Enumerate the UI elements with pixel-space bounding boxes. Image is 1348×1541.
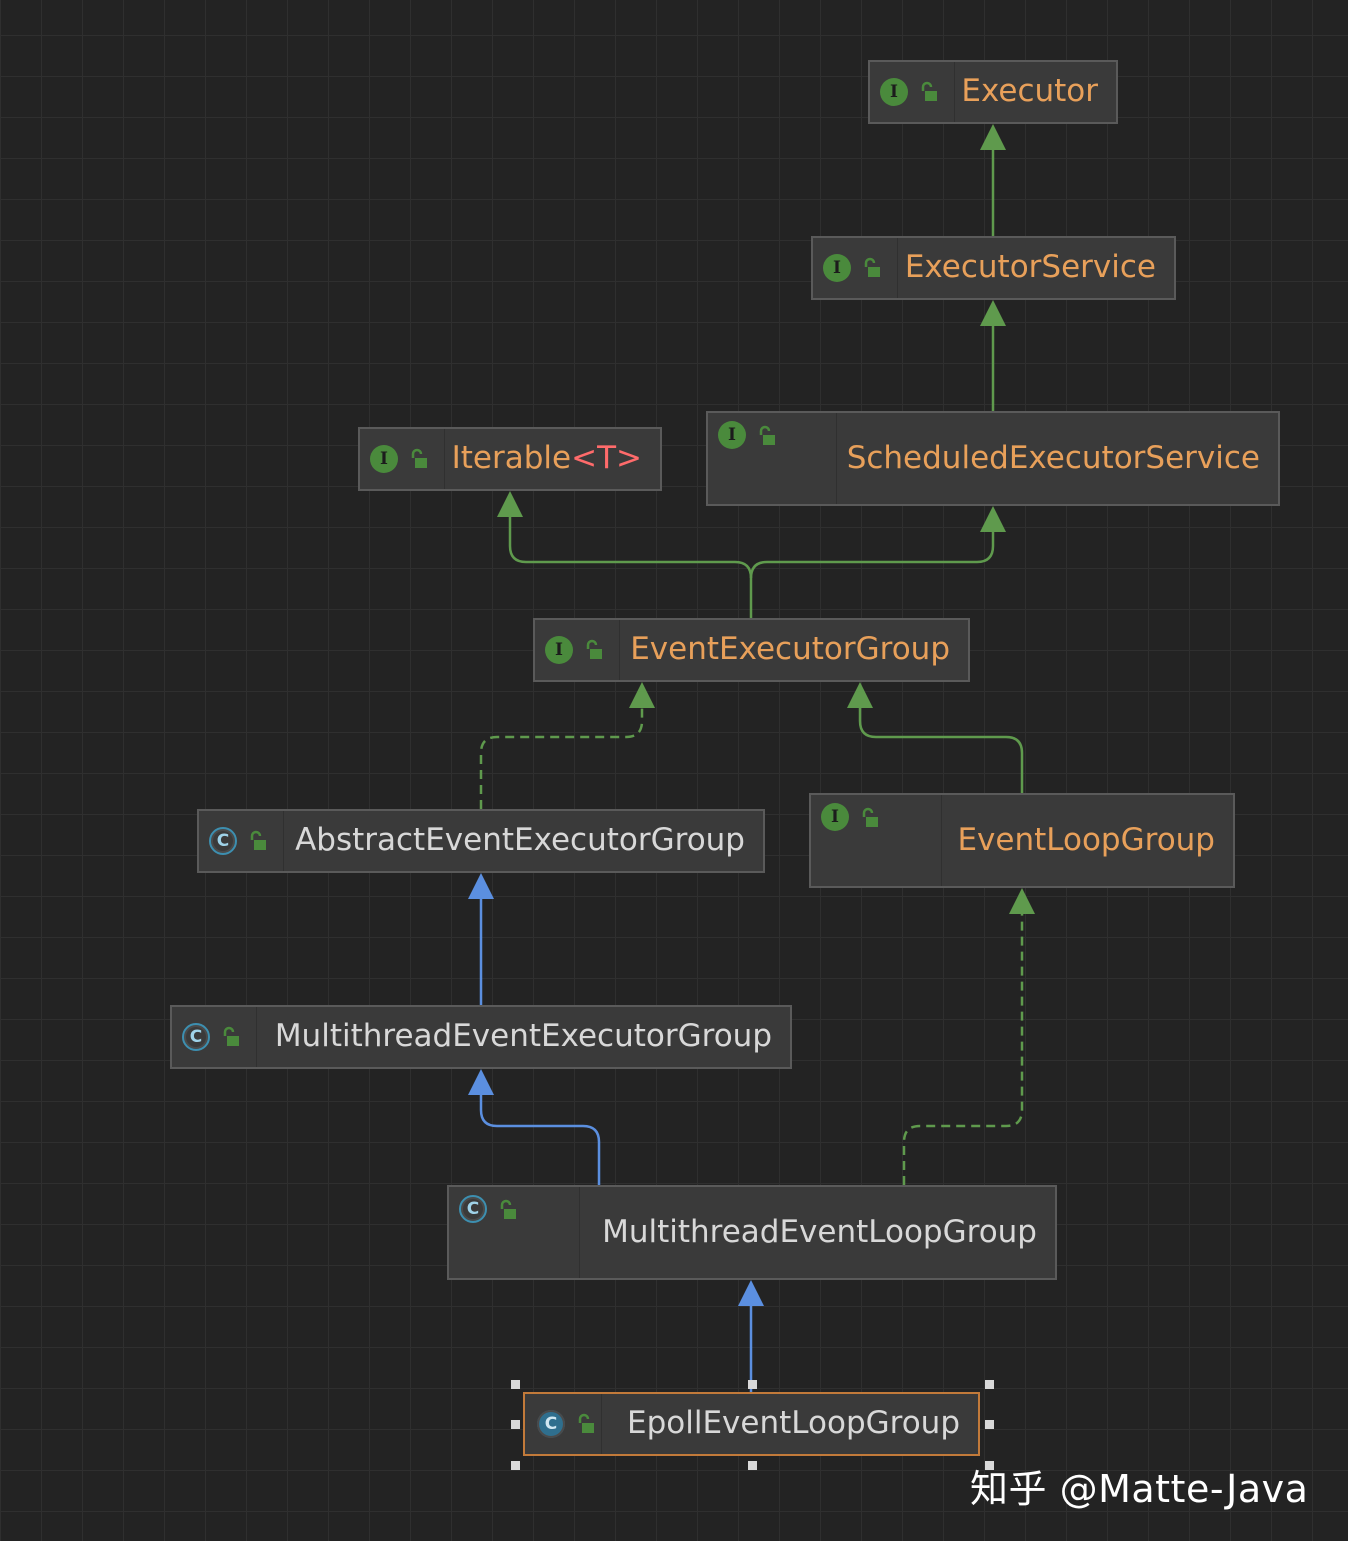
- edge-line: [902, 914, 1024, 1185]
- resize-handle-e[interactable]: [985, 1420, 994, 1429]
- node-scheduledexecutorservice[interactable]: I ScheduledExecutorService: [706, 411, 1280, 506]
- edge-line: [479, 708, 644, 809]
- icon-separator: [256, 1007, 257, 1067]
- edge-line: [858, 708, 1024, 793]
- unlocked-icon: [864, 257, 880, 277]
- node-label: ExecutorService: [904, 248, 1156, 285]
- edge-executorservice-to-executor: [980, 124, 1006, 236]
- edge-multithreadeventloopgroup-to-multithreadeventexecutorgroup: [468, 1069, 601, 1185]
- node-eventloopgroup[interactable]: I EventLoopGroup: [809, 793, 1235, 888]
- edge-multithreadeventexecutorgroup-to-abstracteventexecutorgroup: [468, 873, 494, 1005]
- unlocked-icon: [862, 807, 878, 827]
- unlocked-icon: [250, 830, 266, 850]
- edge-multithreadeventloopgroup-to-eventloopgroup: [902, 888, 1035, 1185]
- icon-separator: [579, 1187, 580, 1278]
- unlocked-icon: [578, 1413, 594, 1433]
- resize-handle-sw[interactable]: [511, 1461, 520, 1470]
- node-label: AbstractEventExecutorGroup: [295, 821, 745, 858]
- interface-icon: I: [545, 636, 573, 664]
- edge-line: [749, 532, 995, 579]
- edge-arrowhead: [847, 682, 873, 708]
- resize-handle-se[interactable]: [985, 1461, 994, 1470]
- edge-arrowhead: [980, 506, 1006, 532]
- icon-separator: [283, 811, 284, 871]
- interface-icon: I: [823, 254, 851, 282]
- unlocked-icon: [759, 425, 775, 445]
- edge-scheduledexecutorservice-to-executorservice: [980, 300, 1006, 411]
- abstract-class-icon: C: [209, 827, 237, 855]
- edge-arrowhead: [980, 124, 1006, 150]
- edge-arrowhead: [738, 1280, 764, 1306]
- icon-separator: [941, 795, 942, 886]
- unlocked-icon: [586, 639, 602, 659]
- icon-separator: [619, 620, 620, 680]
- node-label: ScheduledExecutorService: [846, 439, 1260, 476]
- edge-arrowhead: [1009, 888, 1035, 914]
- resize-handle-n[interactable]: [748, 1380, 757, 1389]
- type-parameter: <T>: [571, 439, 642, 476]
- node-multithreadeventexecutorgroup[interactable]: C MultithreadEventExecutorGroup: [170, 1005, 792, 1069]
- node-abstracteventexecutorgroup[interactable]: C AbstractEventExecutorGroup: [197, 809, 765, 873]
- interface-icon: I: [821, 803, 849, 831]
- node-executor[interactable]: I Executor: [868, 60, 1118, 124]
- watermark: 知乎 @Matte-Java: [970, 1467, 1309, 1511]
- node-label: MultithreadEventExecutorGroup: [274, 1017, 772, 1054]
- unlocked-icon: [411, 448, 427, 468]
- node-executorservice[interactable]: I ExecutorService: [811, 236, 1176, 300]
- resize-handle-w[interactable]: [511, 1420, 520, 1429]
- resize-handle-ne[interactable]: [985, 1380, 994, 1389]
- abstract-class-icon: C: [459, 1195, 487, 1223]
- node-label: Executor: [961, 72, 1098, 109]
- edge-abstracteventexecutorgroup-to-eventexecutorgroup: [479, 682, 655, 809]
- node-label: EventLoopGroup: [957, 821, 1215, 858]
- edge-arrowhead: [629, 682, 655, 708]
- node-eventexecutorgroup[interactable]: I EventExecutorGroup: [533, 618, 970, 682]
- node-iterable[interactable]: I Iterable<T>: [358, 427, 662, 491]
- edge-line: [508, 517, 753, 618]
- interface-icon: I: [718, 421, 746, 449]
- class-icon: C: [537, 1410, 565, 1438]
- edge-eventexecutorgroup-to-iterable: [497, 491, 753, 618]
- interface-icon: I: [880, 78, 908, 106]
- icon-separator: [897, 238, 898, 298]
- interface-icon: I: [370, 445, 398, 473]
- icon-separator: [836, 413, 837, 504]
- resize-handle-s[interactable]: [748, 1461, 757, 1470]
- edge-epolleventloopgroup-to-multithreadeventloopgroup: [738, 1280, 764, 1392]
- icon-separator: [601, 1394, 602, 1454]
- abstract-class-icon: C: [182, 1023, 210, 1051]
- icon-separator: [954, 62, 955, 122]
- edge-eventloopgroup-to-eventexecutorgroup: [847, 682, 1024, 793]
- edge-line: [479, 1095, 601, 1185]
- edge-arrowhead: [468, 873, 494, 899]
- edge-arrowhead: [468, 1069, 494, 1095]
- unlocked-icon: [500, 1199, 516, 1219]
- edge-arrowhead: [497, 491, 523, 517]
- node-label: EventExecutorGroup: [630, 630, 950, 667]
- node-multithreadeventloopgroup[interactable]: C MultithreadEventLoopGroup: [447, 1185, 1057, 1280]
- node-label: EpollEventLoopGroup: [627, 1404, 960, 1441]
- resize-handle-nw[interactable]: [511, 1380, 520, 1389]
- node-label: MultithreadEventLoopGroup: [602, 1213, 1037, 1250]
- edge-eventexecutorgroup-to-scheduledexecutorservice: [749, 506, 1006, 579]
- node-epolleventloopgroup[interactable]: C EpollEventLoopGroup: [523, 1392, 980, 1456]
- unlocked-icon: [223, 1026, 239, 1046]
- node-label: Iterable<T>: [451, 439, 642, 476]
- unlocked-icon: [921, 81, 937, 101]
- icon-separator: [444, 429, 445, 489]
- edge-arrowhead: [980, 300, 1006, 326]
